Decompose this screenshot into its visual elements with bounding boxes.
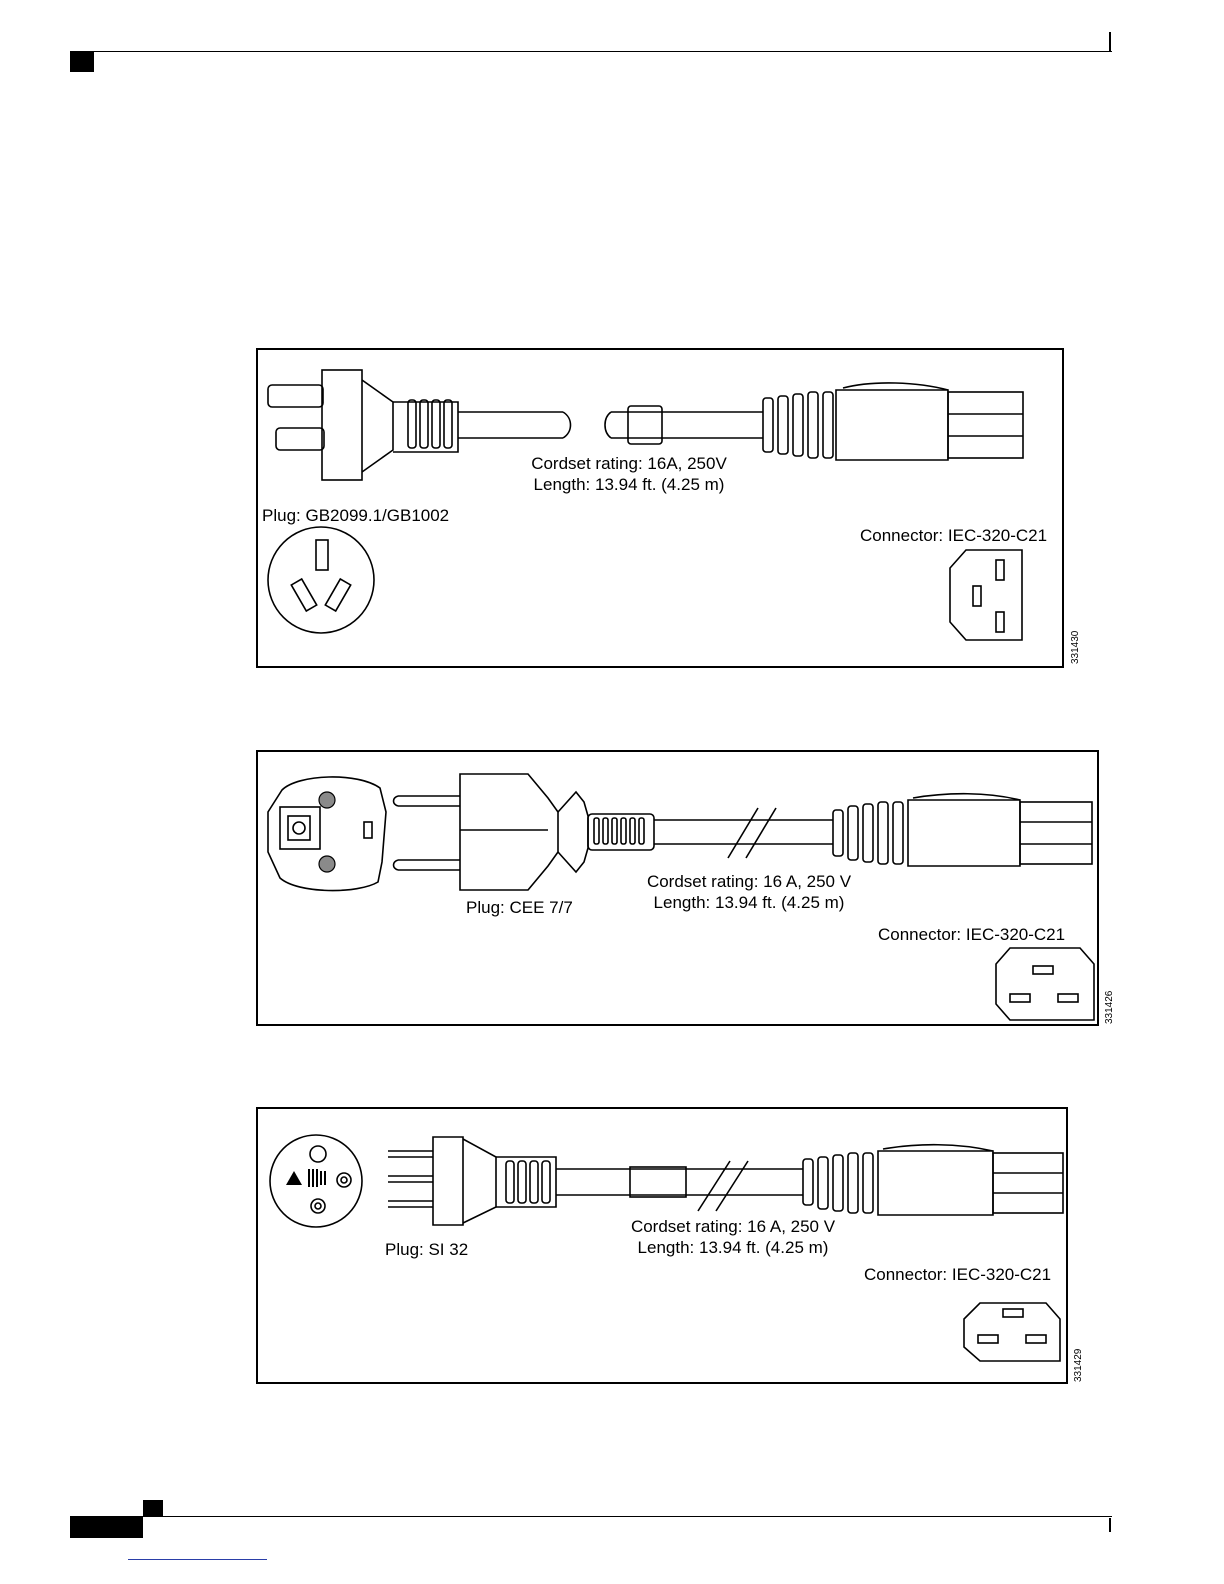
header-tick <box>1109 32 1111 51</box>
power-cord-illustration <box>269 1134 1064 1362</box>
power-cord-figure-si32: Cordset rating: 16 A, 250 V Length: 13.9… <box>256 1107 1068 1384</box>
figure-id: 331429 <box>1073 1348 1084 1382</box>
figure-id: 331426 <box>1104 990 1115 1024</box>
figure-id: 331430 <box>1070 630 1081 664</box>
footer-page-marker <box>143 1500 163 1516</box>
cord-length: Length: 13.94 ft. (4.25 m) <box>653 893 845 912</box>
connector-label: Connector: IEC-320-C21 <box>864 1265 1052 1284</box>
footer-rule <box>70 1516 1112 1517</box>
plug-label: Plug: GB2099.1/GB1002 <box>262 506 450 525</box>
power-cord-illustration <box>267 369 1024 641</box>
power-cord-figure-gb2099: Cordset rating: 16A, 250V Length: 13.94 … <box>256 348 1064 668</box>
header-rule <box>70 51 1112 52</box>
footer-page-bar <box>70 1516 143 1538</box>
cord-length: Length: 13.94 ft. (4.25 m) <box>533 475 725 494</box>
header-corner-marker <box>70 52 94 72</box>
connector-label: Connector: IEC-320-C21 <box>860 526 1048 545</box>
plug-label: Plug: SI 32 <box>385 1240 469 1259</box>
cord-length: Length: 13.94 ft. (4.25 m) <box>637 1238 829 1257</box>
connector-label: Connector: IEC-320-C21 <box>878 925 1066 944</box>
cordset-rating: Cordset rating: 16 A, 250 V <box>646 872 852 891</box>
cordset-rating: Cordset rating: 16 A, 250 V <box>630 1217 836 1236</box>
plug-label: Plug: CEE 7/7 <box>466 898 573 917</box>
cordset-rating: Cordset rating: 16A, 250V <box>531 454 727 473</box>
power-cord-illustration <box>267 773 1095 1021</box>
footer-link-underline[interactable] <box>128 1559 267 1560</box>
power-cord-figure-cee77: Cordset rating: 16 A, 250 V Length: 13.9… <box>256 750 1099 1026</box>
footer-tick <box>1109 1518 1111 1532</box>
